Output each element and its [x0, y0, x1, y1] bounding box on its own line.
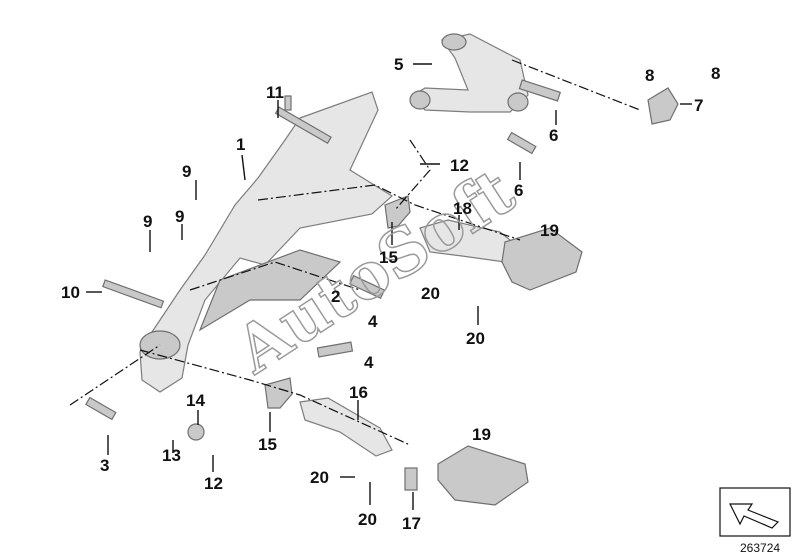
assembly-line-lower [139, 349, 411, 446]
pin-17 [404, 467, 418, 491]
callout-14: 14 [186, 391, 205, 410]
reference-arrow-icon [729, 503, 780, 529]
callout-8b: 8 [711, 64, 720, 83]
callout-4b: 4 [364, 353, 374, 372]
callout-5: 5 [394, 55, 403, 74]
clip-right [384, 195, 411, 229]
bracket-eye-left [409, 90, 431, 110]
callout-10: 10 [61, 283, 80, 302]
callout-11: 11 [266, 83, 284, 102]
reference-symbol [719, 487, 791, 537]
callout-8a: 8 [645, 66, 654, 85]
callout-16: 16 [349, 383, 368, 402]
reference-box [719, 487, 791, 537]
footrest-bracket [139, 91, 393, 393]
callout-9c: 9 [143, 212, 152, 231]
callout-20b: 20 [466, 329, 485, 348]
leader-1 [241, 154, 246, 181]
callout-6b: 6 [514, 181, 523, 200]
callout-2: 2 [331, 287, 340, 306]
bolt-4-upper [349, 274, 386, 300]
footpeg-rubber-left [437, 445, 529, 506]
triangular-bracket [411, 33, 529, 113]
callout-20d: 20 [310, 468, 329, 487]
assembly-line-12 [394, 139, 431, 211]
callout-4a: 4 [368, 312, 378, 331]
callout-17: 17 [402, 514, 421, 533]
footpeg-carrier-left [299, 397, 393, 457]
clip-left [264, 377, 293, 409]
bolt-6-lower [506, 131, 537, 155]
callout-15b: 15 [258, 435, 277, 454]
callout-19a: 19 [540, 221, 559, 240]
bracket-eye-top [441, 33, 467, 51]
bolt-3 [85, 396, 117, 421]
reference-number: 263724 [740, 541, 780, 555]
bolt-6-upper [518, 79, 562, 102]
callout-12a: 12 [450, 156, 469, 175]
callout-1: 1 [236, 135, 245, 154]
washer-8 [284, 95, 292, 111]
callout-15a: 15 [379, 248, 398, 267]
bolt-10 [102, 279, 165, 309]
callout-7: 7 [694, 96, 703, 115]
sleeve [647, 87, 679, 125]
callout-3: 3 [100, 456, 109, 475]
bushing-14 [187, 423, 205, 441]
callout-13: 13 [162, 446, 181, 465]
callout-9b: 9 [175, 207, 184, 226]
assembly-line-top [511, 59, 641, 111]
bracket-lower-plate [198, 249, 342, 332]
callout-6a: 6 [549, 126, 558, 145]
assembly-line-upper [257, 184, 521, 241]
callout-20c: 20 [358, 510, 377, 529]
assembly-line-middle [189, 261, 361, 291]
callout-20a: 20 [421, 284, 440, 303]
callout-19b: 19 [472, 425, 491, 444]
callout-9a: 9 [182, 162, 191, 181]
footpeg-rubber-right [501, 227, 583, 291]
callout-12b: 12 [204, 474, 223, 493]
callout-18: 18 [453, 199, 472, 218]
assembly-line-left [69, 344, 161, 406]
bolt-4-lower [316, 341, 354, 358]
bracket-eye-right [507, 92, 529, 112]
